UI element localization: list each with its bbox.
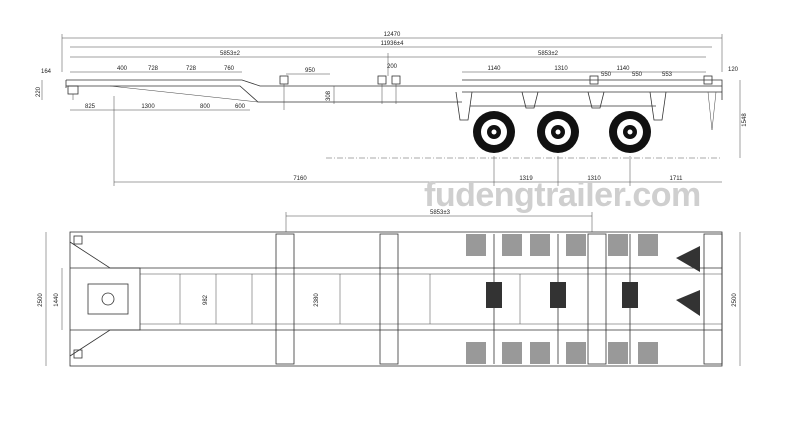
wheel-1 [473,111,515,153]
dim-twistlock-span-left: 5853±2 [220,51,241,57]
wheel-3 [609,111,651,153]
dim-seg-3: 728 [186,66,197,72]
dim-rear-seg-3: 1140 [617,66,631,72]
dim-seg-6: 200 [387,64,398,70]
dim-rear-seg-5: 550 [632,72,643,78]
dim-rear-seg-1: 1140 [488,66,502,72]
dim-rear-seg-2: 1310 [554,66,568,72]
dim-beam-spacing: 982 [203,294,209,305]
dim-kingpin-plate-width: 1440 [54,293,60,307]
dim-rear-seg-7: 120 [728,67,739,73]
dim-overall-height: 1548 [742,113,748,127]
dim-rear-seg-6: 553 [662,72,673,78]
watermark: fudengtrailer.com [424,176,701,214]
axle-group-1 [466,234,522,364]
dim-kingpin-to-axle: 7160 [293,176,307,182]
dim-bottom-seg-2: 1300 [141,104,155,110]
wheel-2 [537,111,579,153]
dim-seg-1: 400 [117,66,128,72]
top-view: 5853±3 [38,210,741,367]
axle-group-2 [530,234,586,364]
dim-bottom-seg-4: 600 [235,104,246,110]
axle-group-3 [608,234,658,364]
dim-crossmember-width: 2380 [314,293,320,307]
dim-axle-spacing-1: 1319 [519,176,533,182]
dim-axle-spacing-2: 1310 [587,176,601,182]
side-view: 12470 11936±4 5853±2 5853±2 164 400 728 … [36,32,748,186]
dim-rear-seg-4: 550 [601,72,612,78]
dim-overall-length: 12470 [384,32,401,38]
dim-seg-5: 950 [305,68,316,74]
dim-bottom-seg-3: 800 [200,104,211,110]
dim-top-width-left: 2500 [38,293,44,307]
dim-kingpin-height: 220 [36,86,42,97]
dim-seg-2: 728 [148,66,159,72]
dim-axle-spacing-3: 1711 [670,176,684,182]
dim-bottom-seg-1: 825 [85,104,96,110]
dim-top-width-right: 2500 [732,293,738,307]
dim-frame-length: 11936±4 [381,41,405,47]
dim-top-twistlock-span: 5853±3 [430,210,451,216]
dim-kingpin-offset: 164 [41,69,52,75]
dim-gooseneck-height: 308 [326,90,332,101]
dim-seg-4: 760 [224,66,235,72]
dim-twistlock-span-right: 5853±2 [538,51,559,57]
